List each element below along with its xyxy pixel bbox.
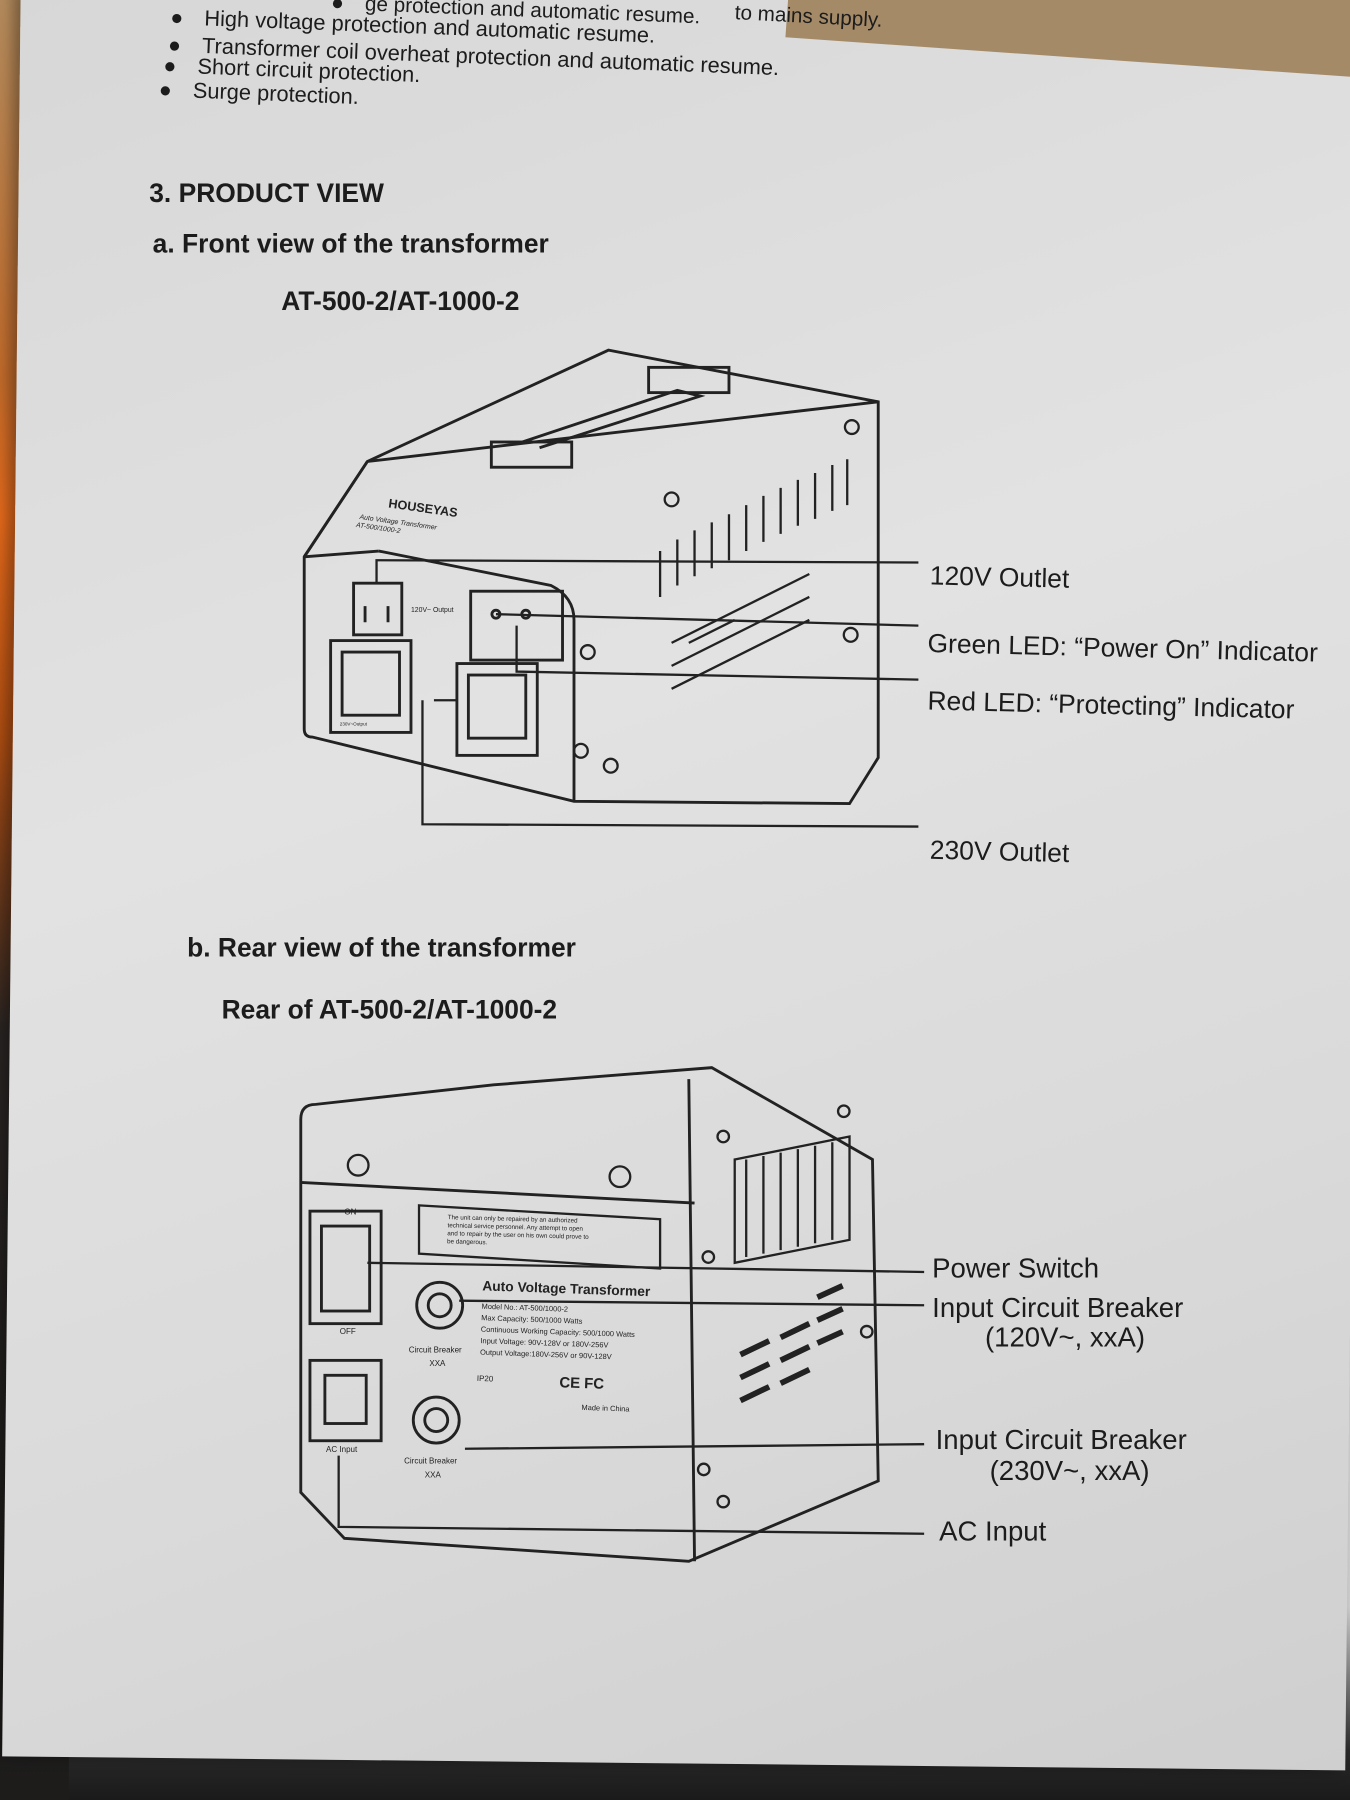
callout-breaker-230: Input Circuit Breaker <box>935 1424 1187 1456</box>
vents <box>658 459 849 690</box>
plate-line: Max Capacity: 500/1000 Watts <box>481 1313 583 1326</box>
callout-120v-outlet: 120V Outlet <box>929 560 1070 594</box>
front-housing <box>302 348 880 806</box>
svg-text:be dangerous.: be dangerous. <box>447 1238 488 1246</box>
front-model: AT-500-2/AT-1000-2 <box>281 285 520 316</box>
ip-rating: IP20 <box>477 1374 494 1384</box>
breaker-label: Circuit Breaker <box>404 1457 457 1466</box>
section-title: 3. PRODUCT VIEW <box>149 177 384 208</box>
plate-line: Model No.: AT-500/1000-2 <box>481 1302 568 1314</box>
breaker-120v <box>415 1280 465 1330</box>
power-switch[interactable] <box>320 1224 372 1313</box>
plate-title: Auto Voltage Transformer <box>482 1278 651 1299</box>
rear-heading: b. Rear view of the transformer <box>187 932 576 963</box>
ac-input-socket <box>308 1358 383 1443</box>
svg-text:The unit can only be repaired: The unit can only be repaired by an auth… <box>448 1214 579 1224</box>
handle-left-cap <box>489 440 574 469</box>
plate-line: Input Voltage: 90V-128V or 180V-256V <box>480 1336 608 1349</box>
svg-text:and to repair by the user on h: and to repair by the user on his own cou… <box>447 1230 589 1241</box>
callout-breaker-120-rating: (120V~, xxA) <box>984 1322 1146 1354</box>
rear-leaders <box>337 1261 925 1535</box>
switch-off-label: OFF <box>340 1327 356 1336</box>
callout-breaker-230-rating: (230V~, xxA) <box>989 1455 1150 1487</box>
made-in: Made in China <box>581 1403 630 1414</box>
brand-logo-text: HOUSEYAS <box>388 497 459 521</box>
front-leaders <box>375 559 919 828</box>
callout-ac-input: AC Input <box>939 1516 1047 1548</box>
outlet-230v-right <box>455 662 539 757</box>
cert-marks: CE FC <box>559 1374 605 1393</box>
breaker-230v <box>411 1395 461 1445</box>
front-heading: a. Front view of the transformer <box>152 228 549 259</box>
outlet-230v-left <box>329 639 413 734</box>
rear-vents <box>733 1135 851 1265</box>
breaker-label: Circuit Breaker <box>409 1345 462 1354</box>
rear-model: Rear of AT-500-2/AT-1000-2 <box>221 994 558 1025</box>
switch-on-label: ON <box>344 1208 356 1217</box>
outlet-120-label: 120V~ Output <box>411 607 454 614</box>
power-switch-bezel <box>308 1209 383 1326</box>
warning-text: The unit can only be repaired by an auth… <box>447 1214 589 1246</box>
plate-line: Output Voltage:180V-256V or 90V-128V <box>480 1348 612 1362</box>
svg-text:technical service personnel. A: technical service personnel. Any attempt… <box>447 1222 583 1233</box>
callout-breaker-120: Input Circuit Breaker <box>932 1292 1184 1324</box>
ac-input-label: AC Input <box>326 1445 358 1454</box>
breaker-rating: XXA <box>425 1470 442 1479</box>
callout-230v-outlet: 230V Outlet <box>929 834 1070 868</box>
outlet-230-label: 230V~Output <box>340 722 368 727</box>
breaker-rating: XXA <box>429 1359 446 1368</box>
callout-power-switch: Power Switch <box>932 1253 1100 1285</box>
rear-housing <box>299 1066 880 1563</box>
outlet-120v <box>352 581 404 637</box>
